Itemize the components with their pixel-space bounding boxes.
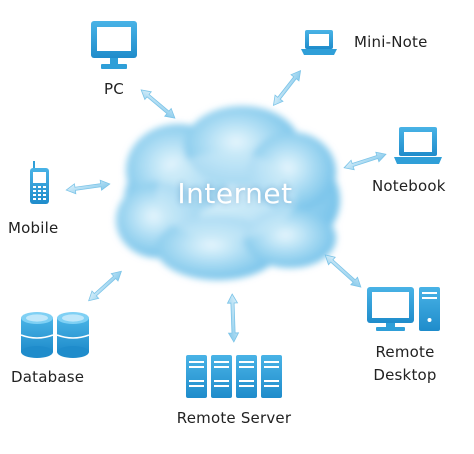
mini-laptop-icon xyxy=(301,30,337,55)
database-cylinders-icon xyxy=(20,312,90,358)
desktop-monitor-icon xyxy=(91,21,137,69)
arrow-notebook xyxy=(343,151,387,171)
internet-label: Internet xyxy=(177,177,293,210)
mobile-label: Mobile xyxy=(8,219,59,237)
arrow-remote-desktop xyxy=(324,254,362,288)
arrow-remote-server xyxy=(226,293,240,343)
mini-note-label: Mini-Note xyxy=(354,33,428,51)
remote-server-label: Remote Server xyxy=(176,409,292,427)
pc-label: PC xyxy=(104,80,124,98)
remote-desktop-label-line1: Remote xyxy=(375,343,435,361)
monitor-with-tower-icon xyxy=(367,287,440,331)
notebook-label: Notebook xyxy=(372,177,446,195)
server-rack-icon xyxy=(186,355,282,398)
remote-desktop-label-line2: Desktop xyxy=(373,366,437,384)
arrow-pc xyxy=(140,89,176,119)
internet-cloud xyxy=(116,106,340,280)
arrow-mobile xyxy=(65,179,111,195)
laptop-icon xyxy=(394,127,442,164)
arrow-database xyxy=(88,270,122,302)
arrow-mini-note xyxy=(272,70,302,106)
database-label: Database xyxy=(11,368,85,386)
mobile-phone-icon xyxy=(30,161,49,204)
connector-arrows xyxy=(65,70,387,343)
